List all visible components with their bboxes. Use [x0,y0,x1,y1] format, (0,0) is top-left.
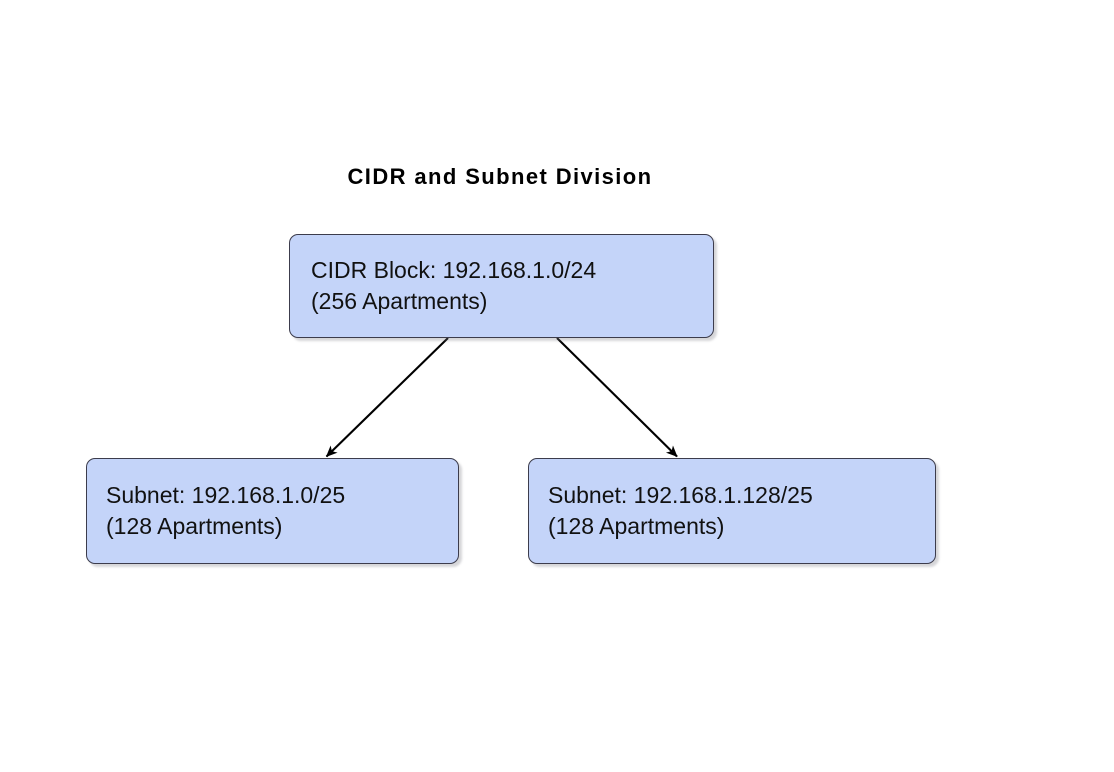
node-subnet-right-line1: Subnet: 192.168.1.128/25 [548,482,813,508]
node-cidr-block-line1: CIDR Block: 192.168.1.0/24 [311,257,597,283]
node-subnet-right[interactable]: Subnet: 192.168.1.128/25 (128 Apartments… [528,458,936,564]
node-subnet-left-line1: Subnet: 192.168.1.0/25 [106,482,346,508]
edge-cidr-to-subnet-left [325,337,449,458]
node-subnet-left-line2: (128 Apartments) [106,513,283,539]
node-subnet-right-line2: (128 Apartments) [548,513,725,539]
node-cidr-block-line2: (256 Apartments) [311,288,488,314]
node-cidr-block[interactable]: CIDR Block: 192.168.1.0/24 (256 Apartmen… [289,234,714,338]
node-subnet-left[interactable]: Subnet: 192.168.1.0/25 (128 Apartments) [86,458,459,564]
edge-cidr-to-subnet-right [556,337,678,458]
diagram-title: CIDR and Subnet Division [347,164,653,189]
